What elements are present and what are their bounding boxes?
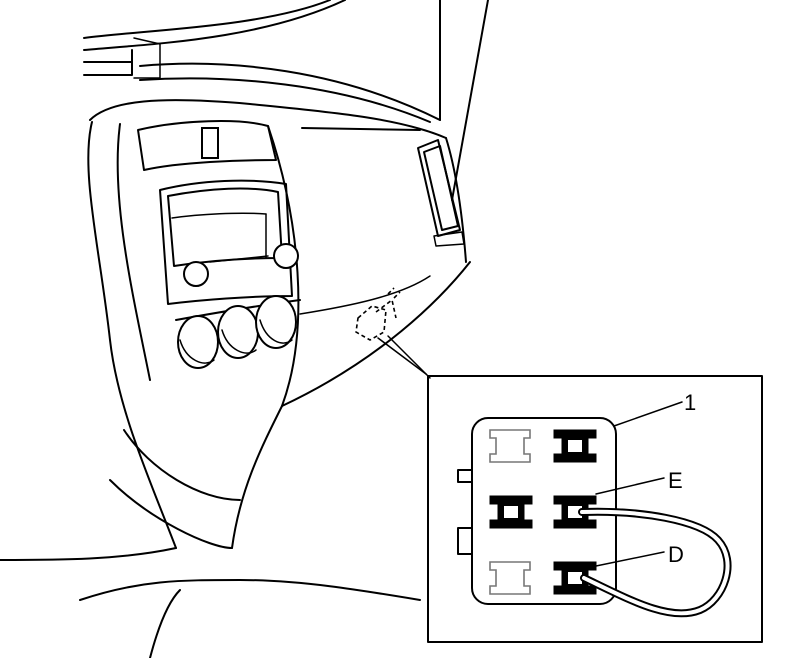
callout-1: 1 [684,390,696,415]
callout-d: D [668,542,684,567]
radio-knob-left [183,261,209,287]
callout-leader-e [595,477,665,495]
radio-knob-right [273,243,299,269]
callout-leader-d [595,551,665,567]
center-console [87,120,301,549]
climate-knob-3 [255,295,297,349]
dashboard-outline [83,0,489,407]
floor-lines [0,547,421,658]
air-vent-right [417,139,465,247]
terminal-empty [489,429,531,463]
callout-e: E [668,468,683,493]
callout-leader-1 [613,401,683,427]
terminal-row-2 [489,495,597,529]
leader-line-outer [377,337,427,375]
terminal-row-1 [489,429,597,463]
inset-frame [427,375,763,643]
climate-knob-1 [177,315,219,369]
leader-line-inner [387,335,431,379]
terminal-row-3 [489,561,597,595]
service-wire [578,507,732,618]
dlc-location-dashed [355,287,401,341]
hazard-switch [201,127,219,159]
terminal-empty [489,561,531,595]
